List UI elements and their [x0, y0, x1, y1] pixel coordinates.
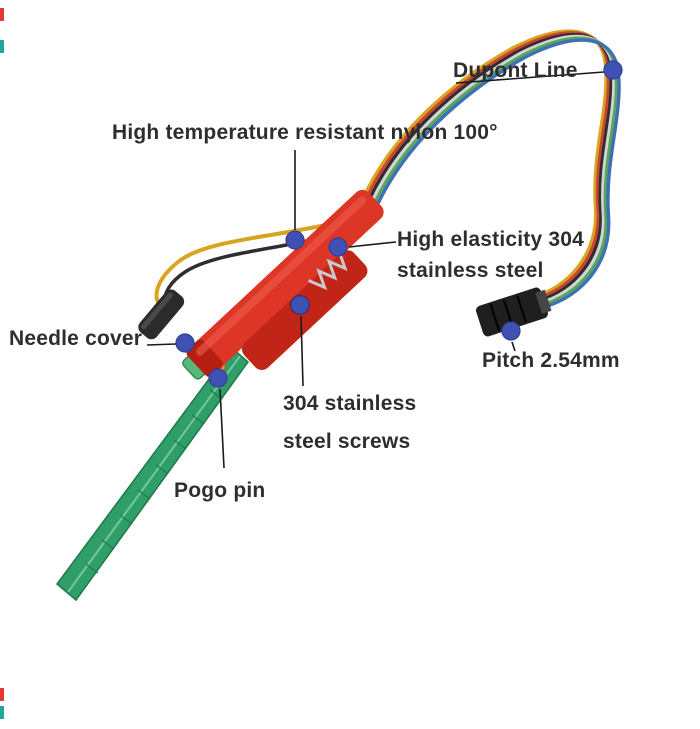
label-needle-cover: Needle cover [9, 327, 143, 350]
label-pogo-pin: Pogo pin [174, 479, 266, 502]
label-pitch: Pitch 2.54mm [482, 349, 620, 372]
dupont-ribbon-cable [363, 29, 621, 310]
callout-lines [146, 71, 605, 469]
callout-line-elasticity [348, 241, 397, 248]
label-screws-line1: 304 stainless [283, 392, 417, 415]
marker-dots [175, 60, 623, 388]
callout-line-pogo-pin [219, 388, 225, 469]
pcb-needle [55, 346, 250, 602]
label-nylon: High temperature resistant nylon 100° [112, 121, 498, 144]
dupont-connector [476, 287, 552, 337]
marker-dot-screws [290, 295, 310, 315]
marker-dot-needle-cover [175, 333, 195, 353]
callout-line-screws [300, 315, 304, 387]
callout-line-needle-cover [146, 343, 177, 346]
needle-cover-sleeve [138, 289, 185, 340]
clip-spring [307, 251, 348, 291]
callout-line-pitch [511, 341, 516, 352]
print-marks [0, 8, 4, 719]
marker-dot-pitch [501, 321, 521, 341]
label-elasticity-line1: High elasticity 304 [397, 228, 585, 251]
label-dupont-line: Dupont Line [453, 59, 578, 82]
marker-dot-elasticity [328, 237, 348, 257]
label-elasticity-line2: stainless steel [397, 259, 544, 282]
callout-line-dupont [455, 71, 605, 84]
label-screws-line2: steel screws [283, 430, 411, 453]
marker-dot-dupont [603, 60, 623, 80]
marker-dot-pogo-pin [208, 368, 228, 388]
marker-dot-nylon [285, 230, 305, 250]
